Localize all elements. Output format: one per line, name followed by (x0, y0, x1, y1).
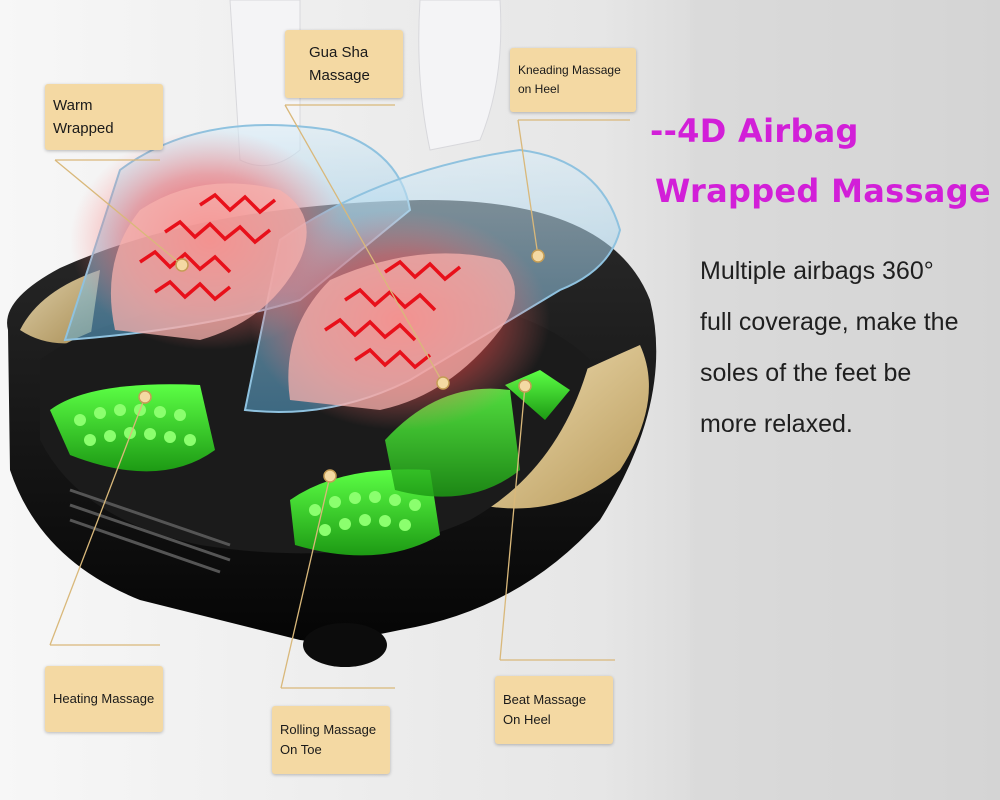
callout-text: Gua Sha (309, 43, 369, 61)
leader-lines (49, 104, 630, 689)
description-line: more relaxed. (700, 410, 853, 438)
background-right-panel (690, 0, 1000, 800)
headline-line-1: --4D Airbag (650, 112, 859, 150)
heat-wave-icon (139, 192, 462, 370)
callout-text: Warm Wrapped (53, 96, 114, 137)
headline-line-2: Wrapped Massage (655, 172, 991, 210)
description-line: soles of the feet be (700, 359, 912, 387)
callout-heating: Heating Massage (45, 666, 163, 732)
callout-text: On Toe (280, 742, 322, 757)
leader-dots (138, 249, 545, 483)
feature-description: Multiple airbags 360° full coverage, mak… (700, 246, 1000, 450)
description-line: full coverage, make the (700, 308, 959, 336)
legs (229, 0, 502, 167)
callout-text: On Heel (503, 712, 551, 727)
callout-text: Massage (309, 67, 370, 84)
callout-text: Heating Massage (53, 690, 155, 706)
callout-text: Beat Massage (503, 691, 587, 707)
callout-warm-wrapped: Warm Wrapped (45, 84, 163, 150)
feet-heat-glow (70, 130, 550, 430)
callout-beat-heel: Beat Massage On Heel (495, 676, 613, 744)
callout-rolling-toe: Rolling Massage On Toe (272, 706, 390, 774)
callout-text: Rolling Massage (280, 721, 377, 737)
callout-gua-sha: Gua Sha Massage (285, 30, 403, 98)
callout-kneading-heel: Kneading Massage on Heel (510, 48, 636, 112)
description-line: Multiple airbags 360° (700, 257, 934, 285)
callout-text: Kneading Massage (518, 63, 621, 78)
callout-text: on Heel (518, 82, 560, 96)
